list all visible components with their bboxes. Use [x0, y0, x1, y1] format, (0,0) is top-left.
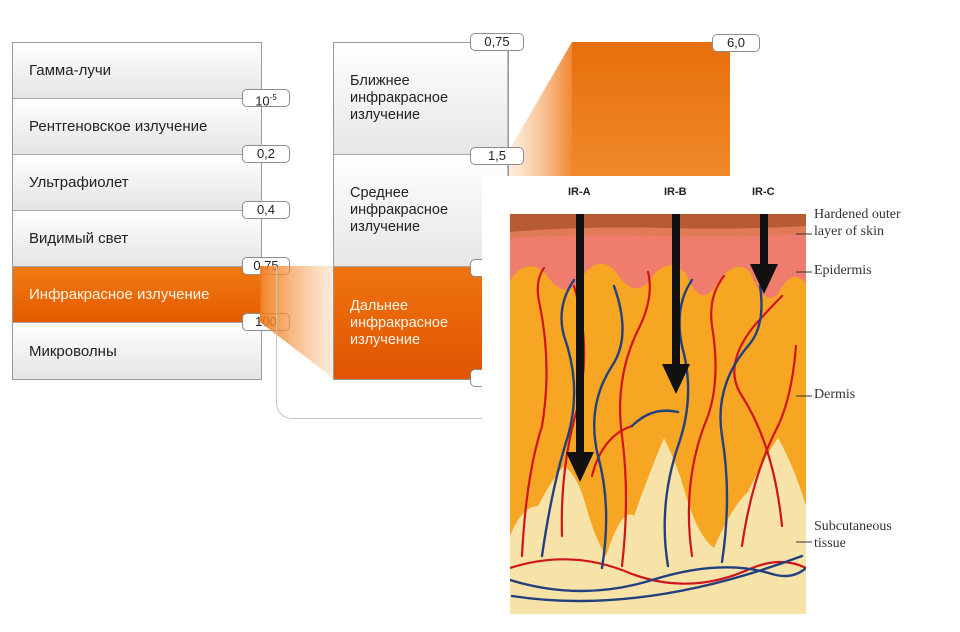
spectrum-row-microwave: Микроволны	[13, 323, 261, 379]
skin-layer-label-epidermis: Epidermis	[814, 263, 872, 278]
skin-layer-label-hardened: Hardened outer layer of skin	[814, 207, 901, 239]
skin-arrow-label-ir-b: IR-B	[664, 186, 687, 198]
spectrum-row-xray: Рентгеновское излучение	[13, 99, 261, 155]
skin-layer-label-dermis: Dermis	[814, 387, 856, 402]
zoom-wedge-far-infrared	[507, 42, 572, 182]
spectrum-tag-uv-start: 0,2	[242, 145, 290, 163]
far-infrared-zoom-block	[572, 42, 730, 182]
spectrum-row-visible: Видимый свет	[13, 211, 261, 267]
spectrum-row-ultraviolet: Ультрафиолет	[13, 155, 261, 211]
block-tag: 6,0	[712, 34, 760, 52]
infrared-row-near: Ближнее инфракрасное излучение	[334, 43, 508, 155]
skin-diagram: IR-A IR-B IR-C Hardened outer layer of s…	[482, 176, 950, 624]
infrared-row-mid: Среднее инфракрасное излучение	[334, 155, 508, 267]
spectrum-row-infrared: Инфракрасное излучение	[13, 267, 261, 323]
infrared-tag-near-start: 0,75	[470, 33, 524, 51]
zoom-wedge-infrared	[260, 266, 333, 378]
skin-cross-section	[510, 214, 812, 614]
infrared-row-far: Дальнее инфракрасное излучение	[334, 267, 508, 379]
spectrum-tag-visible-start: 0,4	[242, 201, 290, 219]
skin-layer-label-subcutaneous: Subcutaneous tissue	[814, 519, 892, 551]
infrared-tag-mid-start: 1,5	[470, 147, 524, 165]
spectrum-tag-xray-start: 10-5	[242, 89, 290, 108]
skin-arrow-label-ir-c: IR-C	[752, 186, 775, 198]
spectrum-row-gamma: Гамма-лучи	[13, 43, 261, 99]
infrared-column: Ближнее инфракрасное излучение Среднее и…	[333, 42, 509, 380]
skin-arrow-label-ir-a: IR-A	[568, 186, 591, 198]
connector-line	[276, 266, 497, 419]
spectrum-column: Гамма-лучи Рентгеновское излучение Ультр…	[12, 42, 262, 380]
